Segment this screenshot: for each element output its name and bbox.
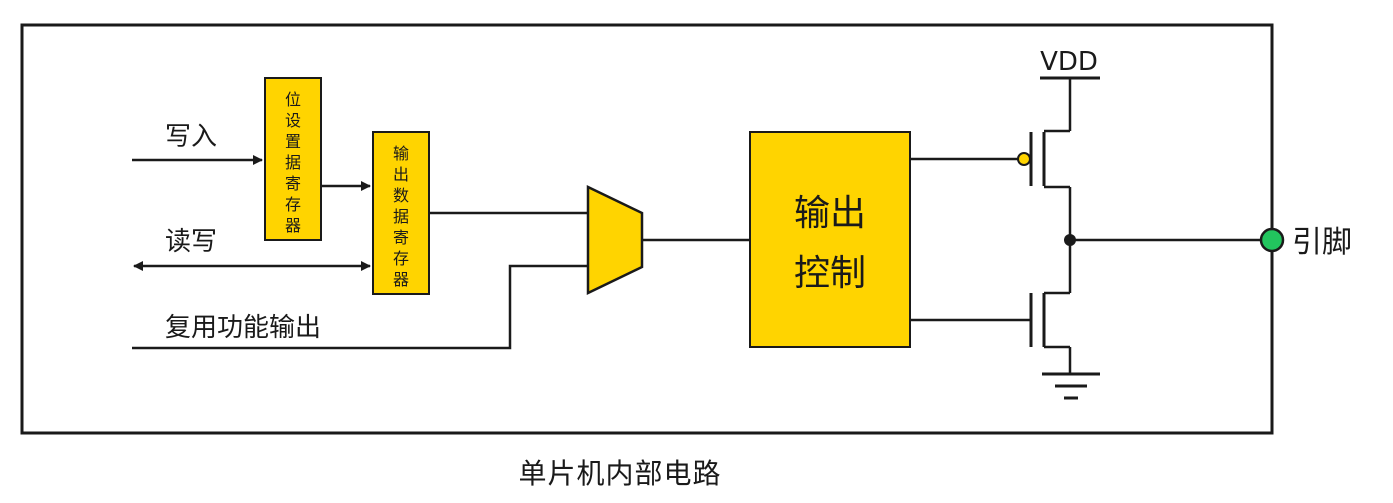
write-label: 写入 bbox=[165, 122, 217, 152]
bit-set-register-char: 寄 bbox=[285, 174, 301, 193]
alt-function-output-label: 复用功能输出 bbox=[165, 313, 321, 343]
bit-set-register-char: 器 bbox=[285, 216, 301, 235]
output-data-register-char: 数 bbox=[393, 186, 409, 205]
ground-icon bbox=[1042, 372, 1100, 400]
output-data-register-char: 输 bbox=[393, 144, 409, 163]
bit-set-register-char: 置 bbox=[285, 132, 301, 151]
nmos-transistor bbox=[1029, 291, 1072, 373]
output-data-register-char: 存 bbox=[393, 249, 409, 268]
output-data-register-char: 出 bbox=[393, 165, 409, 184]
output-control-line-2: 控制 bbox=[794, 253, 866, 294]
multiplexer bbox=[586, 185, 644, 295]
output-data-register-char: 寄 bbox=[393, 228, 409, 247]
bit-set-register: 位 设 置 据 寄 存 器 bbox=[264, 77, 322, 241]
pin-label: 引脚 bbox=[1292, 225, 1352, 260]
bit-set-register-char: 据 bbox=[285, 153, 301, 172]
diagram-caption: 单片机内部电路 bbox=[518, 457, 722, 490]
pin-terminal: 引脚 bbox=[1259, 225, 1352, 260]
alt-function-output-signal: 复用功能输出 bbox=[132, 264, 588, 350]
bit-set-register-char: 设 bbox=[285, 111, 301, 130]
bit-set-register-char: 位 bbox=[285, 90, 301, 109]
pin-icon bbox=[1259, 227, 1285, 253]
pmos-transistor bbox=[1017, 129, 1070, 189]
pmos-gate-bubble bbox=[1017, 152, 1031, 166]
output-control: 输出 控制 bbox=[749, 131, 911, 348]
vdd-supply: VDD bbox=[1040, 47, 1100, 131]
vdd-label: VDD bbox=[1040, 47, 1098, 77]
bit-set-register-char: 存 bbox=[285, 195, 301, 214]
output-data-register-char: 据 bbox=[393, 207, 409, 226]
read-write-signal: 读写 bbox=[133, 227, 371, 271]
output-control-line-1: 输出 bbox=[794, 193, 866, 234]
read-write-label: 读写 bbox=[165, 227, 217, 257]
write-signal: 写入 bbox=[132, 122, 263, 165]
output-data-register-char: 器 bbox=[393, 270, 409, 289]
output-data-register: 输 出 数 据 寄 存 器 bbox=[372, 131, 430, 295]
